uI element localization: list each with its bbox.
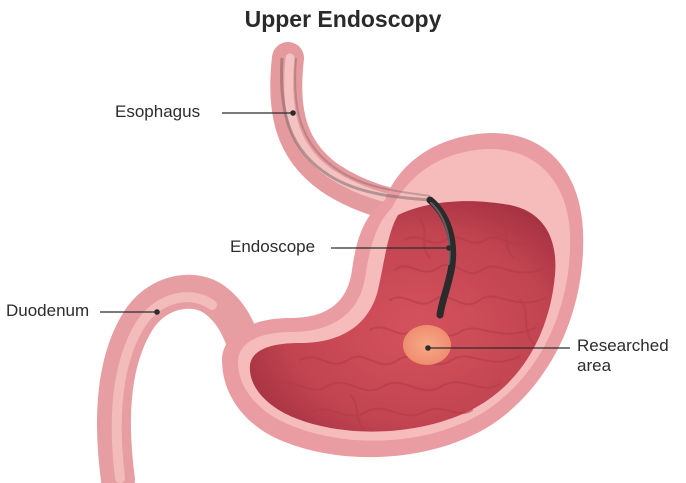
label-researched-area: Researched area xyxy=(577,336,669,376)
researched-area-spot xyxy=(403,325,451,365)
label-researched-line2: area xyxy=(577,356,669,376)
label-esophagus: Esophagus xyxy=(115,102,200,122)
label-researched-line1: Researched xyxy=(577,336,669,356)
duodenum-tube xyxy=(114,292,245,480)
label-endoscope: Endoscope xyxy=(230,237,315,257)
label-duodenum: Duodenum xyxy=(6,301,89,321)
